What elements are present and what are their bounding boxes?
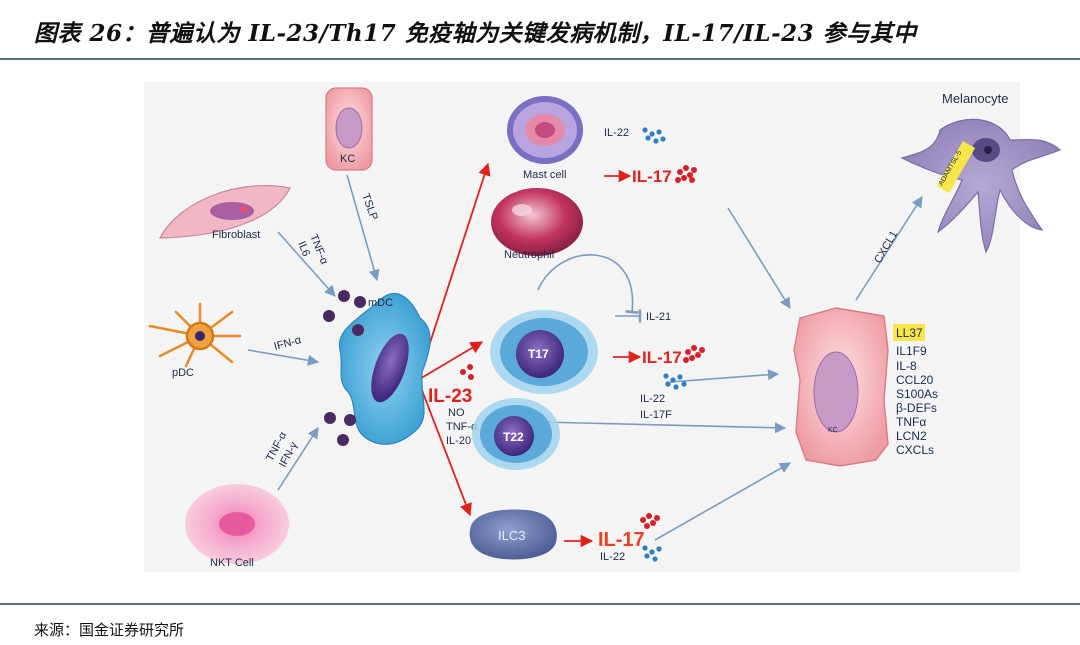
il17f-label: IL-17F xyxy=(640,409,672,421)
melanocyte-cell xyxy=(900,118,1062,254)
kc-product-il1f9: IL1F9 xyxy=(896,344,927,358)
kc-product-b-defs: β-DEFs xyxy=(896,401,937,415)
bottom-divider xyxy=(0,603,1080,605)
ll37-highlight xyxy=(893,324,925,341)
mast-label: Mast cell xyxy=(523,169,566,181)
neutrophil-label: Neutrophil xyxy=(504,249,554,261)
melanocyte-label: Melanocyte xyxy=(942,91,1008,106)
t22-cell xyxy=(472,398,560,470)
mdc-cell xyxy=(323,290,431,446)
il17-ilc3-dots xyxy=(640,513,660,529)
blue-arrows xyxy=(247,174,923,541)
il22-mast-label: IL-22 xyxy=(604,127,629,139)
tnf-a-mdc-label: TNF-α xyxy=(446,421,478,433)
t17-label: T17 xyxy=(528,347,549,361)
ifn-a-label: IFN-α xyxy=(273,334,304,353)
il17-ilc3-label: IL-17 xyxy=(598,529,645,551)
tslp-label: TSLP xyxy=(359,192,380,222)
kc-product-tnfa: TNFα xyxy=(896,415,926,429)
il21-label: IL-21 xyxy=(646,311,671,323)
kc-products-list: LL37 IL1F9 IL-8 CCL20 S100As β-DEFs TNFα… xyxy=(896,326,938,457)
kc-product-lcn2: LCN2 xyxy=(896,429,927,443)
cxcl1-label: CXCL1 xyxy=(872,229,900,266)
kc-product-ll37: LL37 xyxy=(896,326,923,340)
nkt-cell xyxy=(185,484,289,564)
figure-title: 图表 26：普遍认为 IL-23/Th17 免疫轴为关键发病机制，IL-17/I… xyxy=(34,20,917,47)
il22-mast-dots xyxy=(642,127,666,144)
mast-cell xyxy=(507,96,583,164)
kc-right-label: KC xyxy=(828,427,838,434)
kc-product-ccl20: CCL20 xyxy=(896,373,934,387)
fibroblast-label: Fibroblast xyxy=(212,229,260,241)
il22-ilc3-dots xyxy=(642,545,662,562)
kc-product-cxcls: CXCLs xyxy=(896,443,934,457)
kc-top-cell: KC xyxy=(325,87,373,171)
il23-label: IL-23 xyxy=(428,386,472,407)
top-divider xyxy=(0,58,1080,60)
il17-t17-label: IL-17 xyxy=(642,348,682,367)
il17-mast-dots xyxy=(675,165,697,183)
t17-cell xyxy=(490,310,598,394)
kc-product-il8: IL-8 xyxy=(896,359,917,373)
fibroblast-cell: Fibroblast xyxy=(158,184,291,241)
kc-top-label: KC xyxy=(340,153,355,165)
il17-mast-label: IL-17 xyxy=(632,167,672,186)
no-label: NO xyxy=(448,407,465,419)
il22-ilc3-label: IL-22 xyxy=(600,551,625,563)
kc-right-cell xyxy=(793,307,889,467)
source-note: 来源：国金证券研究所 xyxy=(34,621,185,639)
pdc-cell xyxy=(148,302,242,368)
t22-label: T22 xyxy=(503,430,524,444)
il17-t17-dots xyxy=(683,345,705,363)
ilc3-cell xyxy=(469,509,557,560)
nkt-label: NKT Cell xyxy=(210,557,254,569)
kc-product-s100as: S100As xyxy=(896,387,938,401)
pdc-label: pDC xyxy=(172,367,194,379)
neutrophil-cell xyxy=(491,188,583,256)
il22-t17-label: IL-22 xyxy=(640,393,665,405)
il23-dots xyxy=(460,364,474,380)
mdc-label: mDC xyxy=(368,297,393,309)
il6-label: IL6 xyxy=(295,240,312,259)
il22-t17-dots xyxy=(663,373,687,390)
ilc3-label: ILC3 xyxy=(498,528,525,543)
il20-label: IL-20 xyxy=(446,435,471,447)
